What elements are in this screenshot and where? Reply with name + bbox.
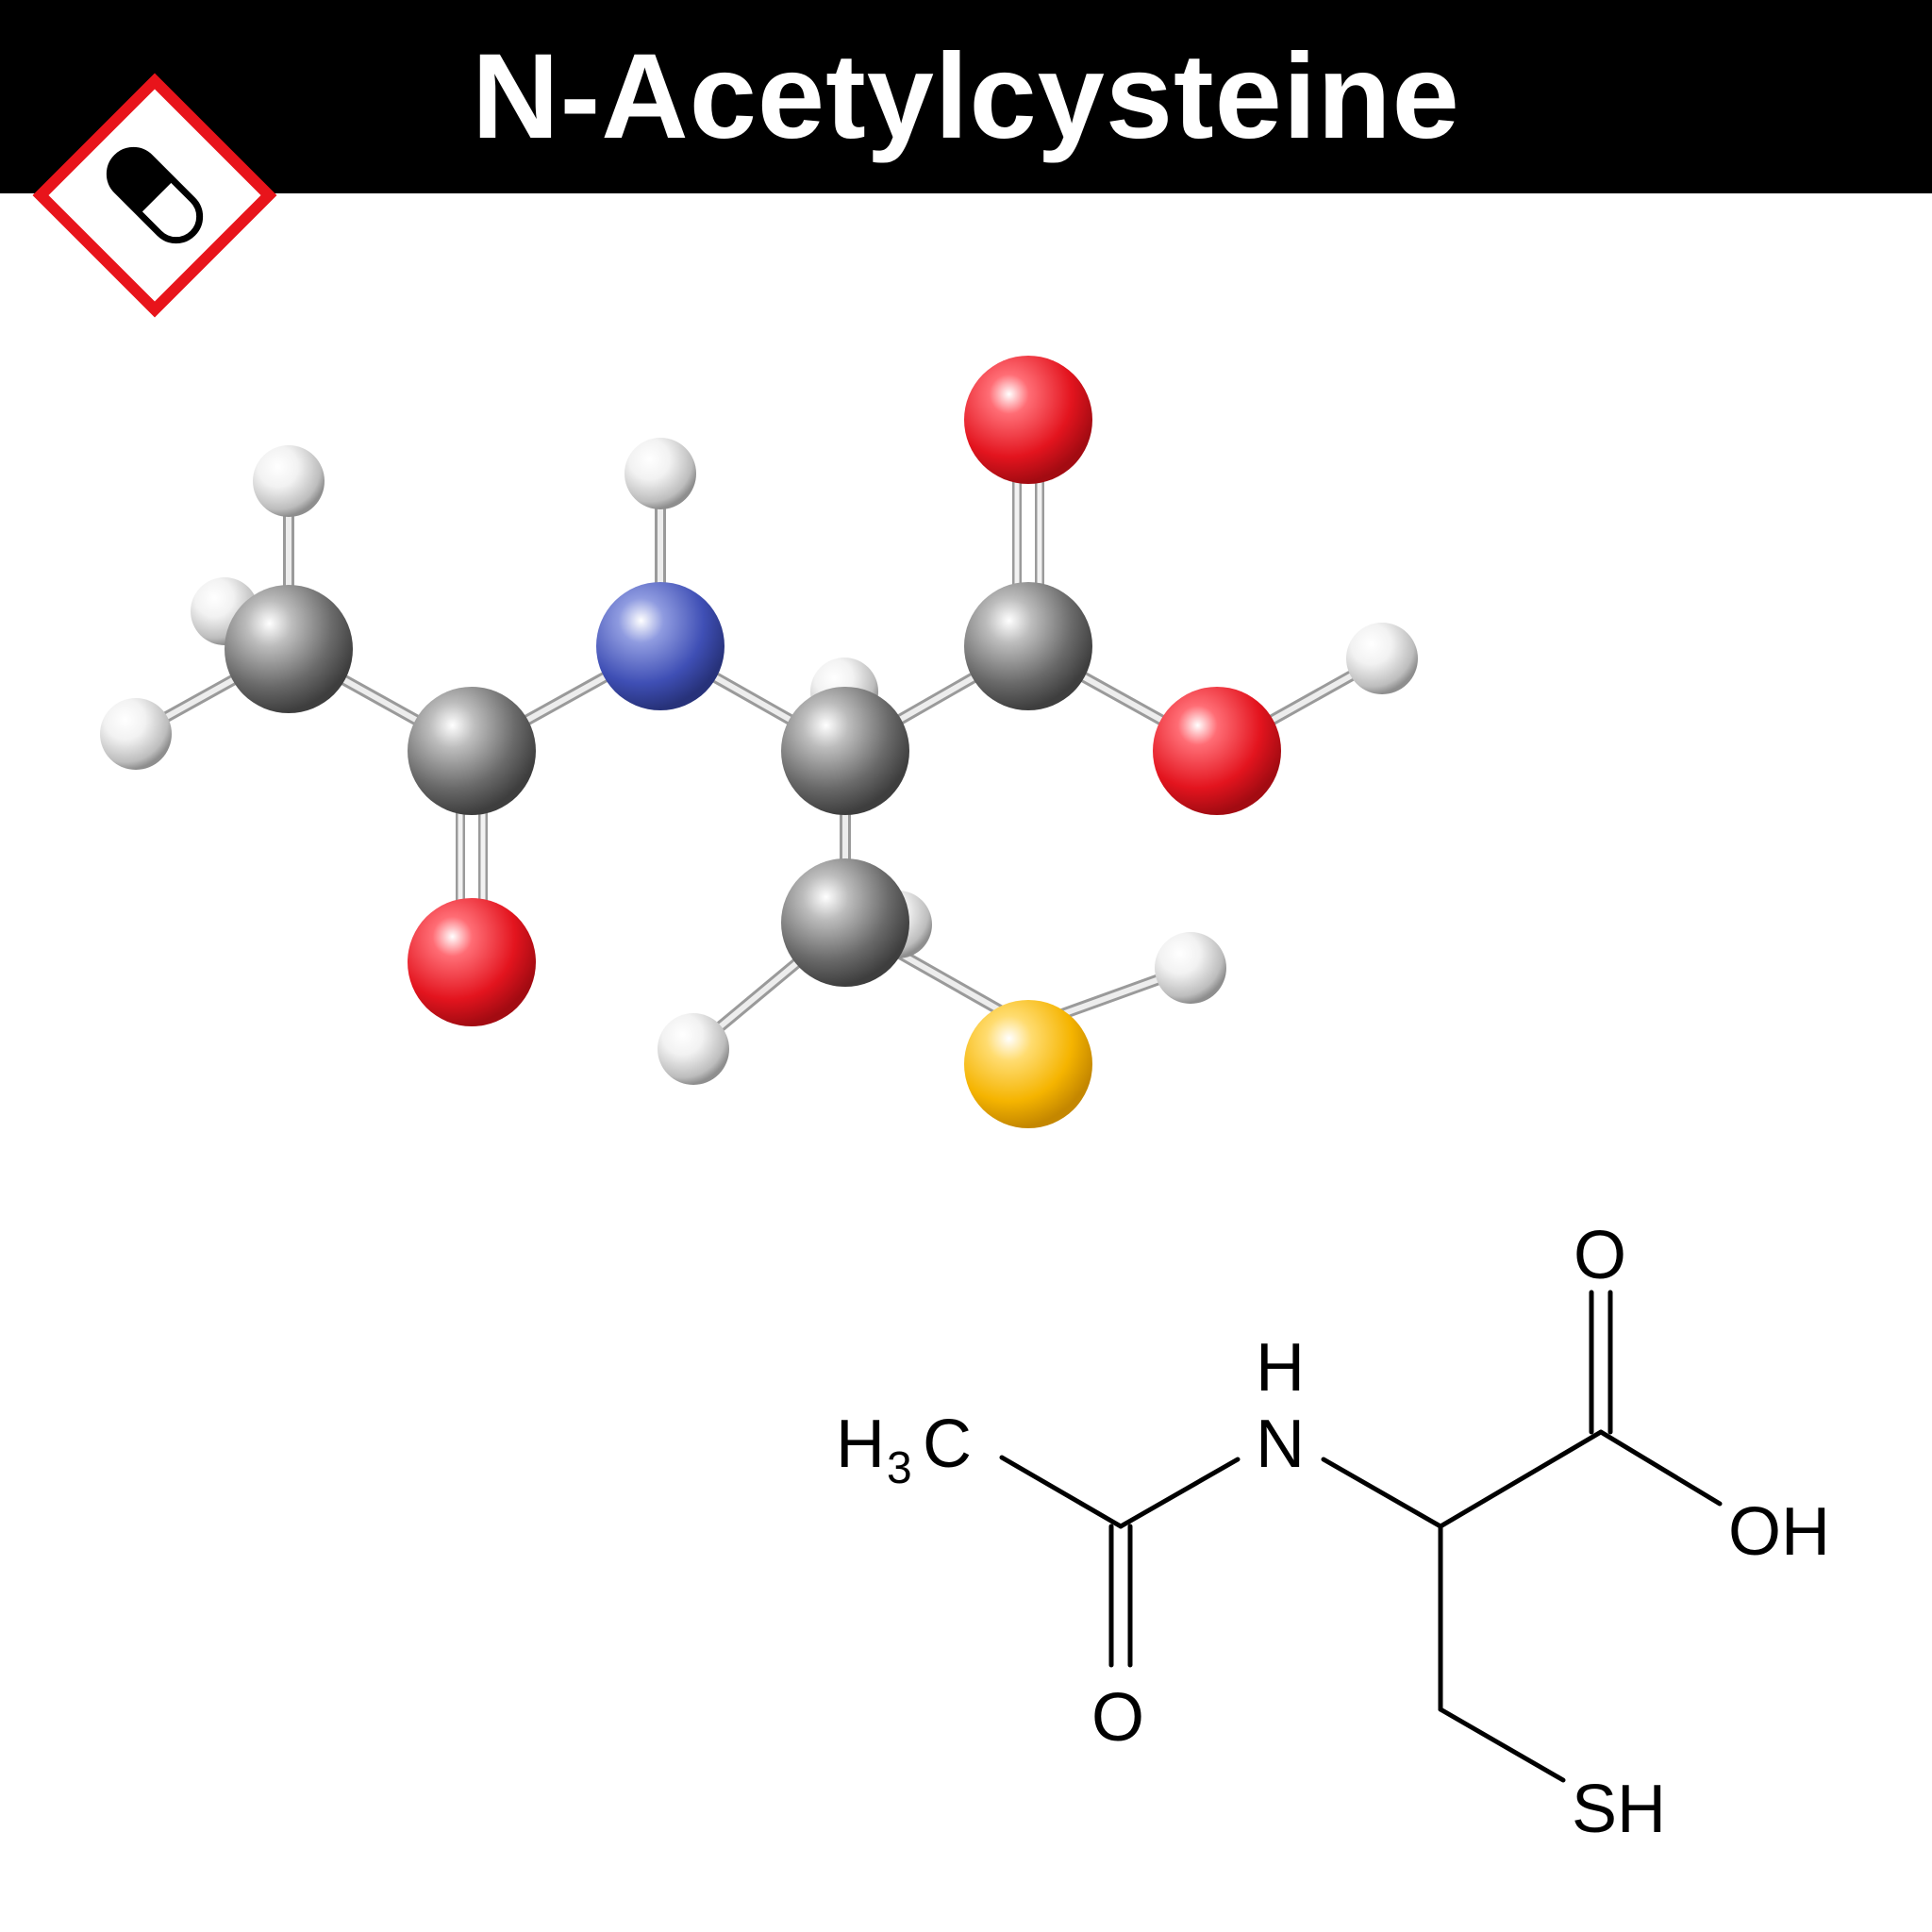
hydroxyl-oxygen-atom bbox=[1153, 687, 1281, 815]
methyl-c-label: C bbox=[923, 1407, 972, 1482]
carbonyl-oxygen-atom bbox=[964, 356, 1092, 484]
hydrogen-atom bbox=[1346, 623, 1418, 694]
hydrogen-atom bbox=[100, 698, 172, 770]
nitrogen-atom bbox=[596, 582, 724, 710]
hydrogen-atom bbox=[253, 445, 325, 517]
amide-oxygen-label: O bbox=[1091, 1680, 1144, 1756]
hydrogen-atom bbox=[1155, 932, 1226, 1004]
methyl-subscript-label: 3 bbox=[887, 1443, 912, 1493]
amide-n-label: N bbox=[1256, 1407, 1305, 1482]
hydroxyl-label: OH bbox=[1728, 1494, 1830, 1570]
alpha-carbon-atom bbox=[781, 687, 909, 815]
formula-labels: H 3 C H N O OH O SH bbox=[836, 1218, 1830, 1847]
sulfur-atom bbox=[964, 1000, 1092, 1128]
acid-oxygen-label: O bbox=[1574, 1218, 1626, 1293]
title-banner bbox=[0, 0, 1932, 193]
methylene-carbon-atom bbox=[781, 858, 909, 987]
thiol-label: SH bbox=[1572, 1772, 1666, 1847]
hydrogen-atom bbox=[625, 438, 696, 509]
hazard-badge bbox=[32, 73, 277, 318]
amide-h-label: H bbox=[1256, 1330, 1305, 1406]
hydrogen-atom bbox=[658, 1013, 729, 1085]
methyl-h-label: H bbox=[836, 1407, 885, 1482]
amide-oxygen-atom bbox=[408, 898, 536, 1026]
methyl-carbon-atom bbox=[225, 585, 353, 713]
carbonyl-carbon-atom bbox=[408, 687, 536, 815]
page-title: N-Acetylcysteine bbox=[472, 29, 1460, 164]
model-atoms bbox=[100, 356, 1418, 1128]
structural-formula bbox=[999, 1290, 1723, 1783]
carboxyl-carbon-atom bbox=[964, 582, 1092, 710]
